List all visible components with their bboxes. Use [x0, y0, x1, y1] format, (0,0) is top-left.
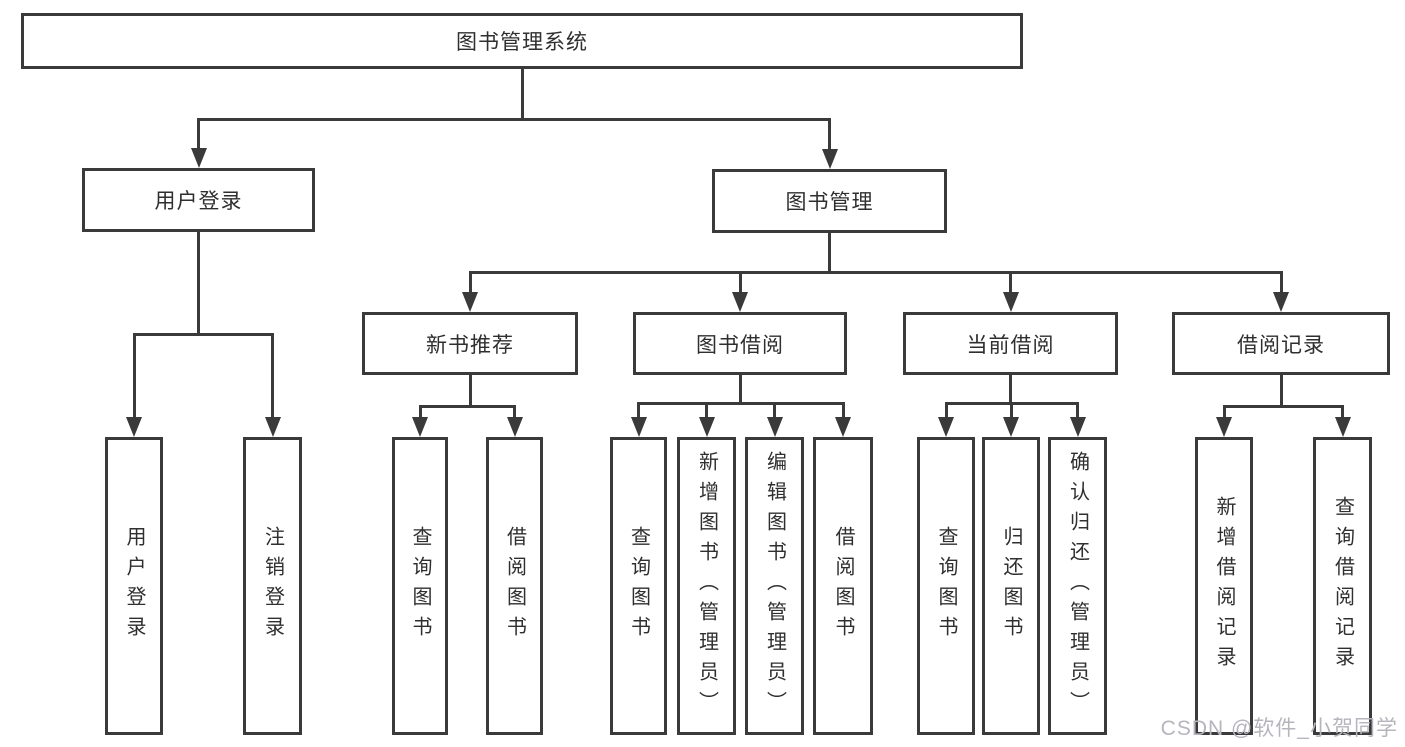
node-q2: 查询图书	[610, 437, 667, 735]
connector-line	[132, 332, 274, 336]
node-rec: 新书推荐	[362, 312, 578, 375]
connector-line	[1009, 403, 1013, 421]
arrowhead-down-icon	[732, 292, 748, 312]
node-logout: 注销登录	[243, 437, 302, 735]
connector-line	[1009, 272, 1012, 296]
connector-line	[1222, 404, 1344, 408]
connector-line	[637, 401, 845, 405]
node-userlogin: 用户登录	[105, 437, 163, 735]
connector-line	[637, 403, 640, 421]
arrowhead-down-icon	[264, 417, 281, 437]
connector-line	[828, 119, 831, 153]
connector-line	[468, 270, 1283, 274]
node-confirm: 确认归还（管理员）	[1048, 437, 1107, 735]
arrowhead-down-icon	[412, 417, 428, 437]
arrowhead-down-icon	[1273, 292, 1289, 312]
node-b2: 借阅图书	[813, 437, 873, 735]
connector-line	[1222, 406, 1226, 421]
arrowhead-down-icon	[766, 417, 783, 437]
connector-line	[705, 403, 708, 421]
connector-line	[738, 375, 742, 403]
arrowhead-down-icon	[1003, 417, 1019, 437]
node-current: 当前借阅	[903, 312, 1118, 375]
connector-line	[197, 119, 200, 152]
connector-line	[828, 233, 831, 272]
connector-line	[271, 334, 274, 421]
arrowhead-down-icon	[1334, 417, 1351, 437]
connector-line	[132, 334, 136, 421]
arrowhead-down-icon	[190, 148, 207, 168]
node-editbook: 编辑图书（管理员）	[745, 437, 804, 735]
connector-line	[1341, 406, 1344, 421]
connector-line	[1076, 403, 1079, 421]
connector-line	[468, 272, 472, 296]
connector-line	[197, 117, 831, 121]
watermark: CSDN @软件_小贺同学	[1160, 717, 1398, 740]
connector-line	[738, 272, 742, 296]
node-login: 用户登录	[82, 168, 315, 232]
node-return: 归还图书	[982, 437, 1040, 735]
connector-line	[944, 403, 948, 421]
connector-line	[418, 404, 516, 408]
connector-line	[418, 406, 422, 421]
node-addrec: 新增借阅记录	[1195, 437, 1253, 735]
node-mgmt: 图书管理	[712, 169, 947, 233]
connector-line	[520, 69, 524, 119]
connector-line	[468, 375, 472, 406]
arrowhead-down-icon	[630, 417, 647, 437]
arrowhead-down-icon	[506, 417, 523, 437]
connector-line	[1279, 272, 1283, 296]
connector-line	[1009, 375, 1012, 403]
node-q1: 查询图书	[392, 437, 448, 735]
arrowhead-down-icon	[821, 149, 838, 169]
node-qrec: 查询借阅记录	[1313, 437, 1372, 735]
arrowhead-down-icon	[126, 417, 142, 437]
node-sys: 图书管理系统	[21, 13, 1023, 69]
node-addbook: 新增图书（管理员）	[677, 437, 736, 735]
connector-line	[513, 406, 516, 421]
arrowhead-down-icon	[1069, 417, 1086, 437]
arrowhead-down-icon	[835, 417, 851, 437]
connector-line	[773, 403, 776, 421]
node-borrow: 图书借阅	[633, 312, 847, 375]
arrowhead-down-icon	[462, 292, 478, 312]
node-b1: 借阅图书	[486, 437, 543, 735]
connector-line	[841, 403, 845, 421]
arrowhead-down-icon	[698, 417, 715, 437]
arrowhead-down-icon	[1216, 417, 1232, 437]
node-records: 借阅记录	[1172, 312, 1390, 375]
connector-line	[197, 232, 200, 334]
node-q3: 查询图书	[917, 437, 975, 735]
connector-line	[1279, 375, 1283, 406]
arrowhead-down-icon	[1002, 292, 1019, 312]
arrowhead-down-icon	[938, 417, 954, 437]
